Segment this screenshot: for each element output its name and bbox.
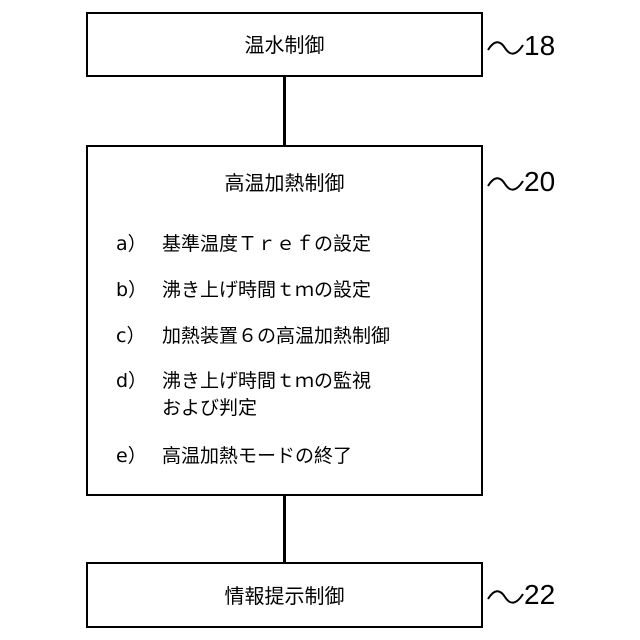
block-hot-water-control: 温水制御 — [86, 12, 483, 77]
step-item: e）高温加熱モードの終了 — [116, 443, 352, 470]
step-text: 沸き上げ時間ｔｍの監視 および判定 — [162, 368, 371, 422]
reference-number: 22 — [524, 577, 555, 613]
leader-tilde-icon — [486, 587, 526, 607]
block-title: 情報提示制御 — [88, 584, 481, 608]
connector-line-top — [283, 77, 286, 145]
step-tag: a） — [116, 231, 162, 258]
reference-number: 20 — [524, 164, 555, 200]
step-tag: d） — [116, 368, 162, 395]
step-tag: b） — [116, 277, 162, 304]
block-info-presentation-control: 情報提示制御 — [86, 562, 483, 628]
reference-numeral-20: 20 — [486, 164, 636, 204]
connector-line-bottom — [283, 496, 286, 562]
block-title: 高温加熱制御 — [88, 171, 481, 195]
step-tag: c） — [116, 323, 162, 350]
step-tag: e） — [116, 443, 162, 470]
leader-tilde-icon — [486, 38, 526, 58]
step-item: a）基準温度Ｔｒｅｆの設定 — [116, 231, 371, 258]
step-text: 高温加熱モードの終了 — [162, 443, 352, 470]
step-item: b）沸き上げ時間ｔｍの設定 — [116, 277, 371, 304]
step-text: 加熱装置６の高温加熱制御 — [162, 323, 390, 350]
block-high-temp-heating-control: 高温加熱制御 a）基準温度Ｔｒｅｆの設定 b）沸き上げ時間ｔｍの設定 c）加熱装… — [86, 145, 483, 496]
step-item: d）沸き上げ時間ｔｍの監視 および判定 — [116, 368, 371, 422]
block-title: 温水制御 — [88, 33, 481, 57]
reference-numeral-18: 18 — [486, 28, 636, 68]
step-item: c）加熱装置６の高温加熱制御 — [116, 323, 390, 350]
reference-number: 18 — [524, 28, 555, 64]
leader-tilde-icon — [486, 174, 526, 194]
reference-numeral-22: 22 — [486, 577, 636, 617]
step-text: 基準温度Ｔｒｅｆの設定 — [162, 231, 371, 258]
step-text: 沸き上げ時間ｔｍの設定 — [162, 277, 371, 304]
